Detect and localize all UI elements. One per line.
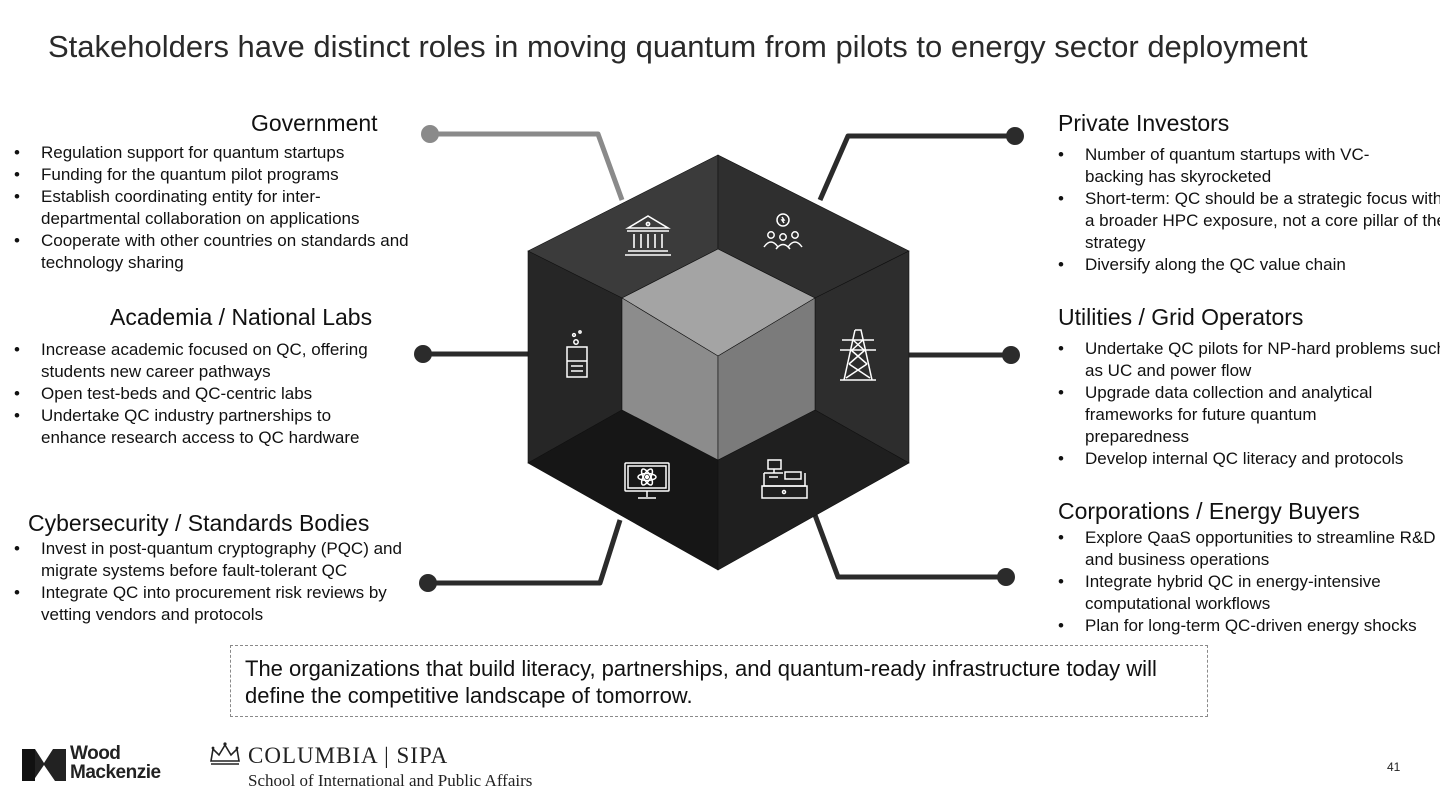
inner-cube-right [717,297,816,461]
list-item: Increase academic focused on QC, offerin… [14,339,396,383]
list-item: Plan for long-term QC-driven energy shoc… [1058,615,1438,637]
beaker-icon [566,330,588,378]
heading-government: Government [251,110,378,136]
wordmark-line-2: Mackenzie [70,762,161,783]
list-item: Invest in post-quantum cryptography (PQC… [14,538,406,582]
monitor-atom-icon [624,462,670,499]
heading-corporations: Corporations / Energy Buyers [1058,498,1360,524]
wood-mackenzie-logo-icon [22,749,66,781]
list-investors: Number of quantum startups with VC-backi… [1058,144,1440,276]
wordmark-line-1: Wood [70,743,121,764]
list-item: Open test-beds and QC-centric labs [14,383,392,405]
list-item: Undertake QC industry partnerships to en… [14,405,386,449]
connector-investors-dot [1006,127,1024,145]
list-academia: Increase academic focused on QC, offerin… [14,339,392,449]
list-item: Develop internal QC literacy and protoco… [1058,448,1436,470]
connector-utilities-dot [1002,346,1020,364]
heading-investors: Private Investors [1058,110,1230,136]
connector-cybersecurity-dot [419,574,437,592]
columbia-sipa-subtitle: School of International and Public Affai… [248,771,533,790]
list-item: Establish coordinating entity for inter-… [14,186,381,230]
heading-cybersecurity: Cybersecurity / Standards Bodies [28,510,370,536]
heading-utilities: Utilities / Grid Operators [1058,304,1304,330]
wood-mackenzie-wordmark: Wood Mackenzie [70,744,161,782]
list-corporations: Explore QaaS opportunities to streamline… [1058,527,1438,637]
connector-government-dot [421,125,439,143]
key-takeaway-callout: The organizations that build literacy, p… [230,645,1208,717]
hexagon-faces [527,154,910,571]
transmission-tower-icon [840,329,876,381]
heading-academia: Academia / National Labs [110,304,373,330]
list-item: Number of quantum startups with VC-backi… [1058,144,1403,188]
list-cybersecurity: Invest in post-quantum cryptography (PQC… [14,538,409,626]
list-item: Integrate hybrid QC in energy-intensive … [1058,571,1430,615]
list-item: Diversify along the QC value chain [1058,254,1433,276]
list-item: Upgrade data collection and analytical f… [1058,382,1420,448]
page-number: 41 [1387,760,1401,774]
list-item: Explore QaaS opportunities to streamline… [1058,527,1440,571]
connector-government-line [430,131,625,201]
slide-title: Stakeholders have distinct roles in movi… [48,29,1308,64]
investor-people-icon [763,213,803,250]
list-item: Short-term: QC should be a strategic foc… [1058,188,1440,254]
cash-register-icon [761,459,808,499]
connector-corporations-line [812,514,1006,580]
list-item: Integrate QC into procurement risk revie… [14,582,411,626]
list-government: Regulation support for quantum startups … [14,142,414,274]
connector-corporations-dot [997,568,1015,586]
connector-cybersecurity-line [428,519,623,586]
connector-investors-line [817,133,1015,202]
government-building-icon [625,215,671,256]
connector-academia-dot [414,345,432,363]
list-utilities: Undertake QC pilots for NP-hard problems… [1058,338,1440,470]
columbia-crown-icon [210,742,240,765]
list-item: Cooperate with other countries on standa… [14,230,409,274]
connector-lines [414,125,1024,592]
list-item: Undertake QC pilots for NP-hard problems… [1058,338,1440,382]
list-item: Funding for the quantum pilot programs [14,164,414,186]
columbia-sipa-wordmark: COLUMBIA | SIPA [248,743,449,768]
list-item: Regulation support for quantum startups [14,142,414,164]
